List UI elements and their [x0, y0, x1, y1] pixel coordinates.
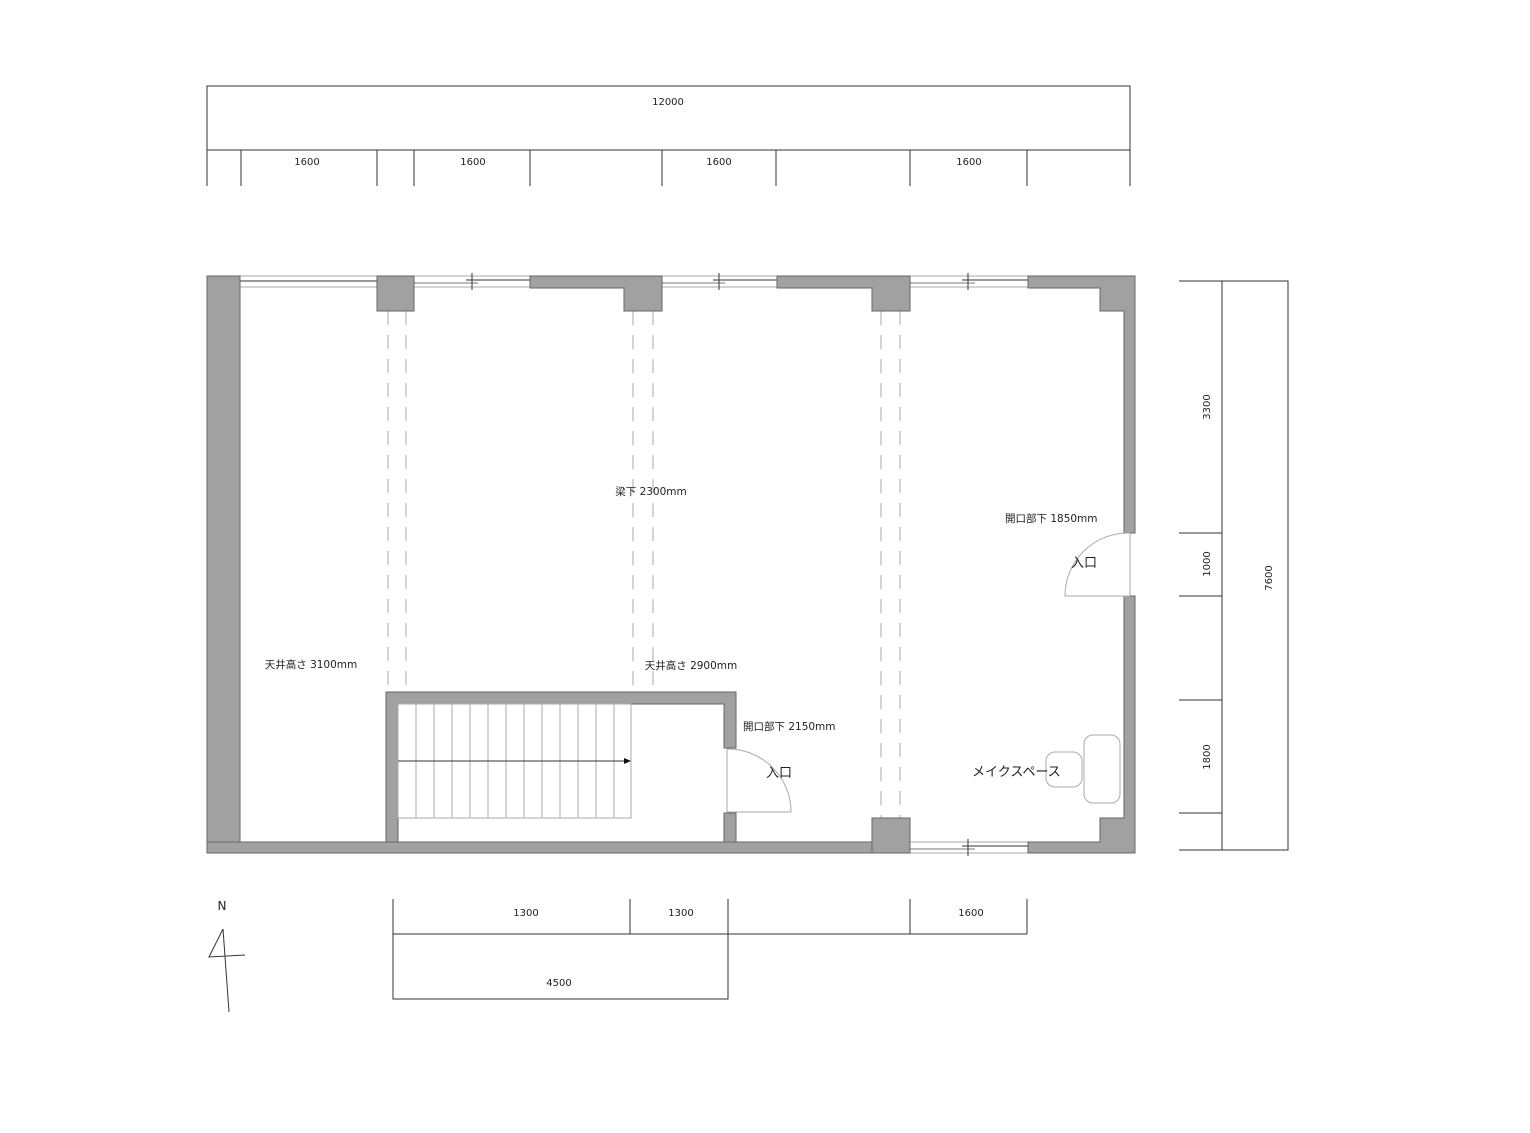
label-entrance-right: 入口 [1071, 556, 1097, 571]
dim-top-3: 1600 [706, 157, 731, 168]
window-top-4 [909, 273, 1029, 290]
windows [239, 273, 1029, 856]
label-beam-height: 梁下 2300mm [615, 485, 687, 498]
dim-bottom-1: 1300 [513, 908, 538, 919]
north-arrow-icon: N [208, 899, 246, 1013]
window-top-3 [661, 273, 778, 290]
bottom-dimension: 1300 1300 1600 4500 [392, 899, 1028, 1000]
dim-top-4: 1600 [956, 157, 981, 168]
dim-right-1: 3300 [1202, 394, 1213, 419]
dim-top-total: 12000 [652, 97, 684, 108]
dim-right-2: 1000 [1202, 551, 1213, 576]
dim-bottom-total: 4500 [546, 978, 571, 989]
dim-bottom-2: 1300 [668, 908, 693, 919]
north-label: N [218, 899, 227, 913]
dim-top-1: 1600 [294, 157, 319, 168]
door-stair [726, 748, 792, 813]
label-opening-stair: 開口部下 2150mm [743, 720, 836, 733]
stair-arrow [398, 758, 631, 764]
dim-top-2: 1600 [460, 157, 485, 168]
right-dimension: 3300 1000 1800 7600 [1179, 280, 1289, 851]
door-right [1064, 532, 1131, 597]
label-make-space: メイクスペース [972, 765, 1061, 780]
dim-right-3: 1800 [1202, 744, 1213, 769]
beam-lines [387, 311, 901, 818]
window-bottom [909, 839, 1029, 856]
label-opening-right: 開口部下 1850mm [1005, 512, 1098, 525]
walls [206, 275, 1136, 854]
label-ceiling-center: 天井高さ 2900mm [645, 659, 738, 672]
dim-right-total: 7600 [1264, 565, 1275, 590]
top-dimension: 12000 1600 1600 1600 1600 [206, 85, 1131, 186]
window-top-2 [413, 273, 531, 290]
label-ceiling-left: 天井高さ 3100mm [265, 658, 358, 671]
makeup-furniture [1045, 734, 1121, 804]
label-entrance-stair: 入口 [766, 766, 792, 781]
dim-bottom-3: 1600 [958, 908, 983, 919]
